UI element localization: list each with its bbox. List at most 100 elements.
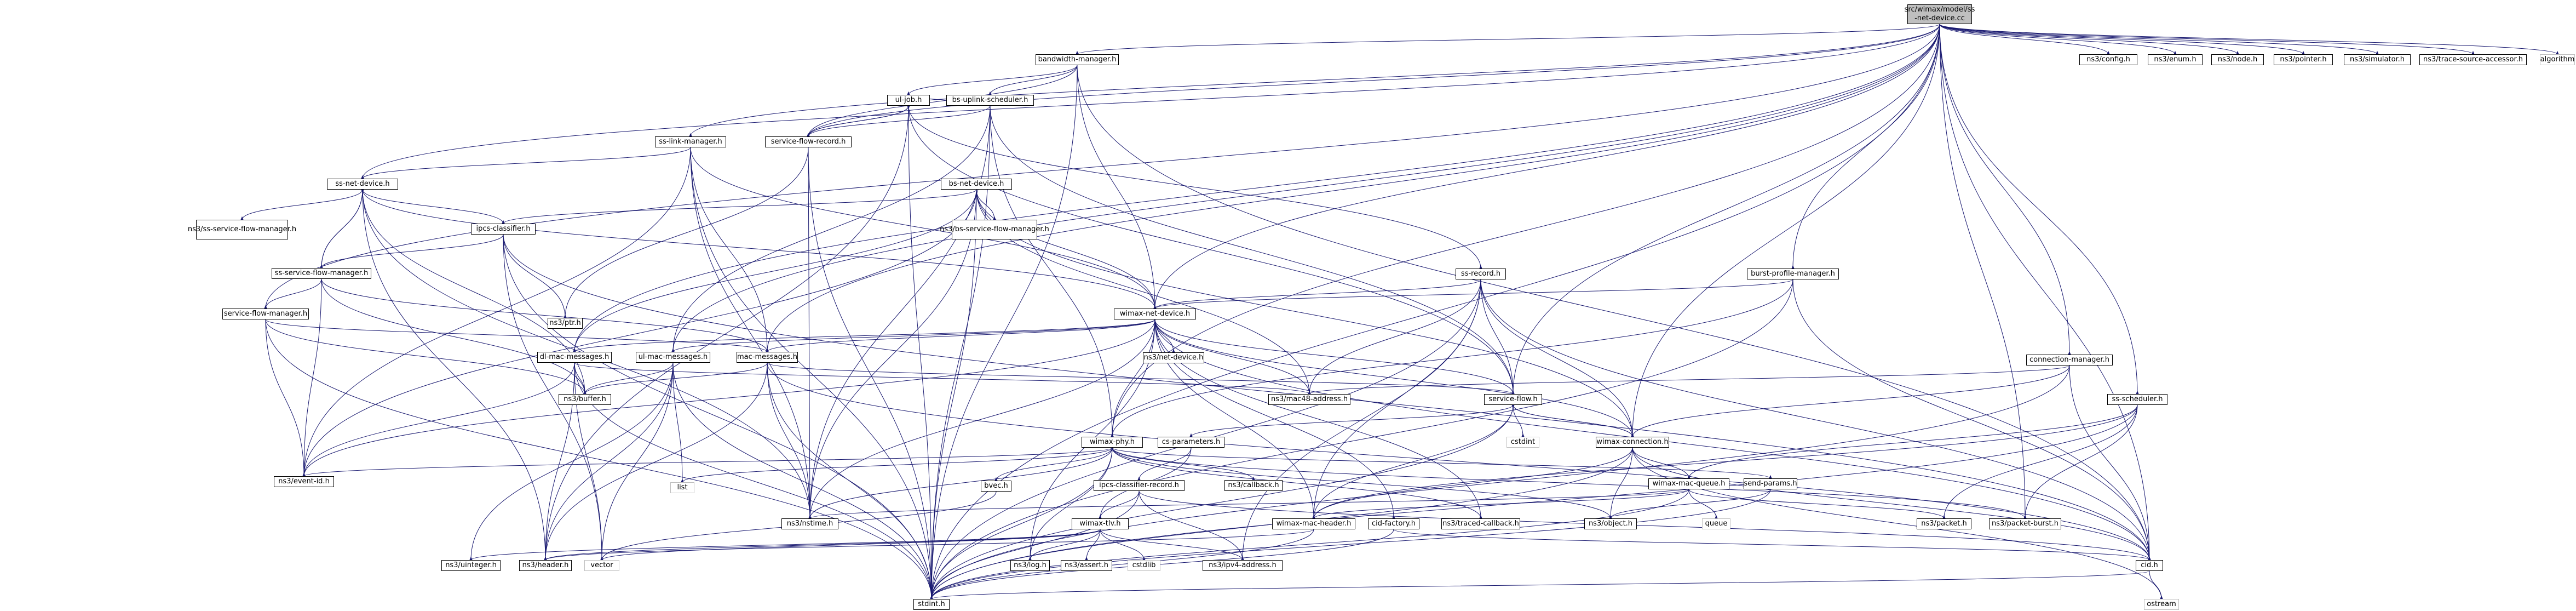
- node-node[interactable]: ns3/node.h: [2211, 54, 2264, 65]
- node-cstdlib[interactable]: cstdlib: [1128, 560, 1160, 571]
- node-label: ns3/event-id.h: [278, 477, 330, 486]
- node-label: ostream: [2147, 600, 2176, 608]
- edge-macmsg-to-sflow: [767, 362, 1515, 395]
- node-callback[interactable]: ns3/callback.h: [1224, 480, 1283, 491]
- edge-sssched-to-wmq: [1687, 404, 2138, 479]
- node-netdev[interactable]: ns3/net-device.h: [1143, 352, 1204, 363]
- node-queue[interactable]: queue: [1702, 518, 1730, 529]
- edge-sflow-to-csparam: [1189, 404, 1514, 437]
- node-cidf[interactable]: cid-factory.h: [1368, 518, 1419, 529]
- node-label: ns3/mac48-address.h: [1270, 395, 1348, 403]
- node-ipcscl[interactable]: ipcs-classifier.h: [471, 224, 536, 235]
- node-tsa[interactable]: ns3/trace-source-accessor.h: [2419, 54, 2527, 65]
- edge-wconn-to-sflow: [1511, 404, 1633, 437]
- node-bvec[interactable]: bvec.h: [981, 481, 1011, 492]
- edge-macmsg-to-header: [544, 362, 768, 561]
- edge-connmgr-to-cid: [2069, 365, 2151, 561]
- node-root[interactable]: src/wimax/model/ss-net-device.cc: [1905, 4, 1975, 24]
- node-label: burst-profile-manager.h: [1751, 270, 1835, 278]
- node-label: ns3/packet.h: [1921, 519, 1967, 528]
- node-sssfm[interactable]: ns3/ss-service-flow-manager.h: [188, 220, 296, 239]
- edge-ssrec-to-wconn: [1480, 279, 1634, 437]
- node-sssfm2[interactable]: ss-service-flow-manager.h: [272, 268, 371, 279]
- edge-sssfm2-to-macmsg: [321, 278, 769, 352]
- node-ipcsrec[interactable]: ipcs-classifier-record.h: [1094, 480, 1185, 491]
- edge-dlmsg-to-stdint: [574, 362, 933, 599]
- node-wphy[interactable]: wimax-phy.h: [1082, 437, 1143, 448]
- edge-root-to-simulator: [1939, 24, 2379, 55]
- node-cid[interactable]: cid.h: [2136, 560, 2163, 571]
- node-label: ns3/node.h: [2217, 55, 2258, 64]
- node-algorithm[interactable]: algorithm: [2540, 54, 2575, 65]
- edge-wphy-to-nstime: [808, 447, 1113, 519]
- node-list[interactable]: list: [670, 482, 694, 493]
- edge-dlmsg-to-vector: [574, 362, 603, 561]
- node-cdtstd[interactable]: cstdint: [1507, 437, 1539, 448]
- node-object[interactable]: ns3/object.h: [1584, 518, 1637, 529]
- node-buffer[interactable]: ns3/buffer.h: [559, 394, 611, 405]
- edge-dlmsg-to-eventid: [302, 362, 575, 477]
- edge-root-to-pointer: [1939, 24, 2305, 55]
- node-simulator[interactable]: ns3/simulator.h: [2344, 54, 2411, 65]
- edge-root-to-wphy: [1111, 24, 1940, 437]
- node-eventid[interactable]: ns3/event-id.h: [274, 476, 334, 487]
- node-sssched[interactable]: ss-scheduler.h: [2107, 394, 2167, 405]
- node-sflow[interactable]: service-flow.h: [1484, 394, 1542, 405]
- node-sslm[interactable]: ss-link-manager.h: [655, 136, 726, 147]
- node-bssfm[interactable]: ns3/bs-service-flow-manager.h: [940, 220, 1049, 239]
- node-tcb[interactable]: ns3/traced-callback.h: [1441, 518, 1520, 529]
- edge-bsuls-to-nstime: [808, 105, 991, 519]
- node-csparam[interactable]: cs-parameters.h: [1158, 437, 1224, 448]
- node-bwm[interactable]: bandwidth-manager.h: [1036, 54, 1119, 65]
- node-wnd[interactable]: wimax-net-device.h: [1114, 309, 1196, 319]
- edge-wmh-to-header: [544, 529, 1314, 561]
- node-stdint[interactable]: stdint.h: [913, 599, 950, 610]
- node-sfm[interactable]: service-flow-manager.h: [222, 309, 309, 319]
- node-assert[interactable]: ns3/assert.h: [1061, 560, 1112, 571]
- node-ssnd[interactable]: ss-net-device.h: [327, 179, 398, 190]
- node-label: bs-net-device.h: [948, 180, 1004, 188]
- edge-bsuls-to-ulmsg: [671, 105, 991, 352]
- node-vector[interactable]: vector: [584, 560, 619, 571]
- node-sfr[interactable]: service-flow-record.h: [765, 136, 852, 147]
- edge-bsnd-to-ipcscl: [502, 189, 977, 224]
- node-ipv4[interactable]: ns3/ipv4-address.h: [1203, 560, 1283, 571]
- node-ptr[interactable]: ns3/ptr.h: [548, 318, 583, 329]
- node-label: service-flow-manager.h: [223, 310, 308, 318]
- node-bsuls[interactable]: bs-uplink-scheduler.h: [946, 95, 1034, 106]
- node-ssrec[interactable]: ss-record.h: [1456, 269, 1506, 279]
- node-wmq[interactable]: wimax-mac-queue.h: [1648, 478, 1729, 489]
- node-header[interactable]: ns3/header.h: [519, 560, 572, 571]
- node-macmsg[interactable]: mac-messages.h: [737, 352, 798, 363]
- node-pointer[interactable]: ns3/pointer.h: [2274, 54, 2333, 65]
- node-ulmsg[interactable]: ul-mac-messages.h: [636, 352, 710, 363]
- edge-ssnd-to-wnd: [362, 189, 1157, 309]
- node-label-line: -net-device.cc: [1914, 14, 1965, 22]
- node-label: cs-parameters.h: [1162, 438, 1221, 446]
- node-enum[interactable]: ns3/enum.h: [2148, 54, 2203, 65]
- node-label: ns3/trace-source-accessor.h: [2423, 55, 2523, 64]
- edge-sssched-to-pburst: [2023, 404, 2138, 519]
- node-ostream[interactable]: ostream: [2144, 599, 2179, 610]
- edge-wphy-to-sendp: [1112, 447, 1772, 479]
- node-bsnd[interactable]: bs-net-device.h: [941, 179, 1012, 190]
- node-label: ul-mac-messages.h: [638, 353, 708, 361]
- node-packet[interactable]: ns3/packet.h: [1917, 518, 1971, 529]
- node-pburst[interactable]: ns3/packet-burst.h: [1989, 518, 2061, 529]
- node-sendp[interactable]: send-params.h: [1744, 478, 1797, 489]
- node-config[interactable]: ns3/config.h: [2079, 54, 2137, 65]
- edge-bpm-to-cid: [1792, 279, 2151, 561]
- node-log[interactable]: ns3/log.h: [1010, 560, 1050, 571]
- node-tlv[interactable]: wimax-tlv.h: [1072, 518, 1129, 529]
- node-nstime[interactable]: ns3/nstime.h: [781, 518, 838, 529]
- node-mac48[interactable]: ns3/mac48-address.h: [1268, 394, 1350, 405]
- node-uint[interactable]: ns3/uinteger.h: [441, 560, 501, 571]
- node-bpm[interactable]: burst-profile-manager.h: [1747, 269, 1839, 279]
- node-wmh[interactable]: wimax-mac-header.h: [1272, 518, 1355, 529]
- node-uljob[interactable]: ul-job.h: [887, 95, 930, 106]
- node-dlmsg[interactable]: dl-mac-messages.h: [537, 352, 612, 363]
- edge-sssched-to-wmh: [1312, 404, 2138, 519]
- node-label: vector: [590, 561, 613, 569]
- node-connmgr[interactable]: connection-manager.h: [2026, 355, 2113, 366]
- node-wconn[interactable]: wimax-connection.h: [1596, 437, 1669, 448]
